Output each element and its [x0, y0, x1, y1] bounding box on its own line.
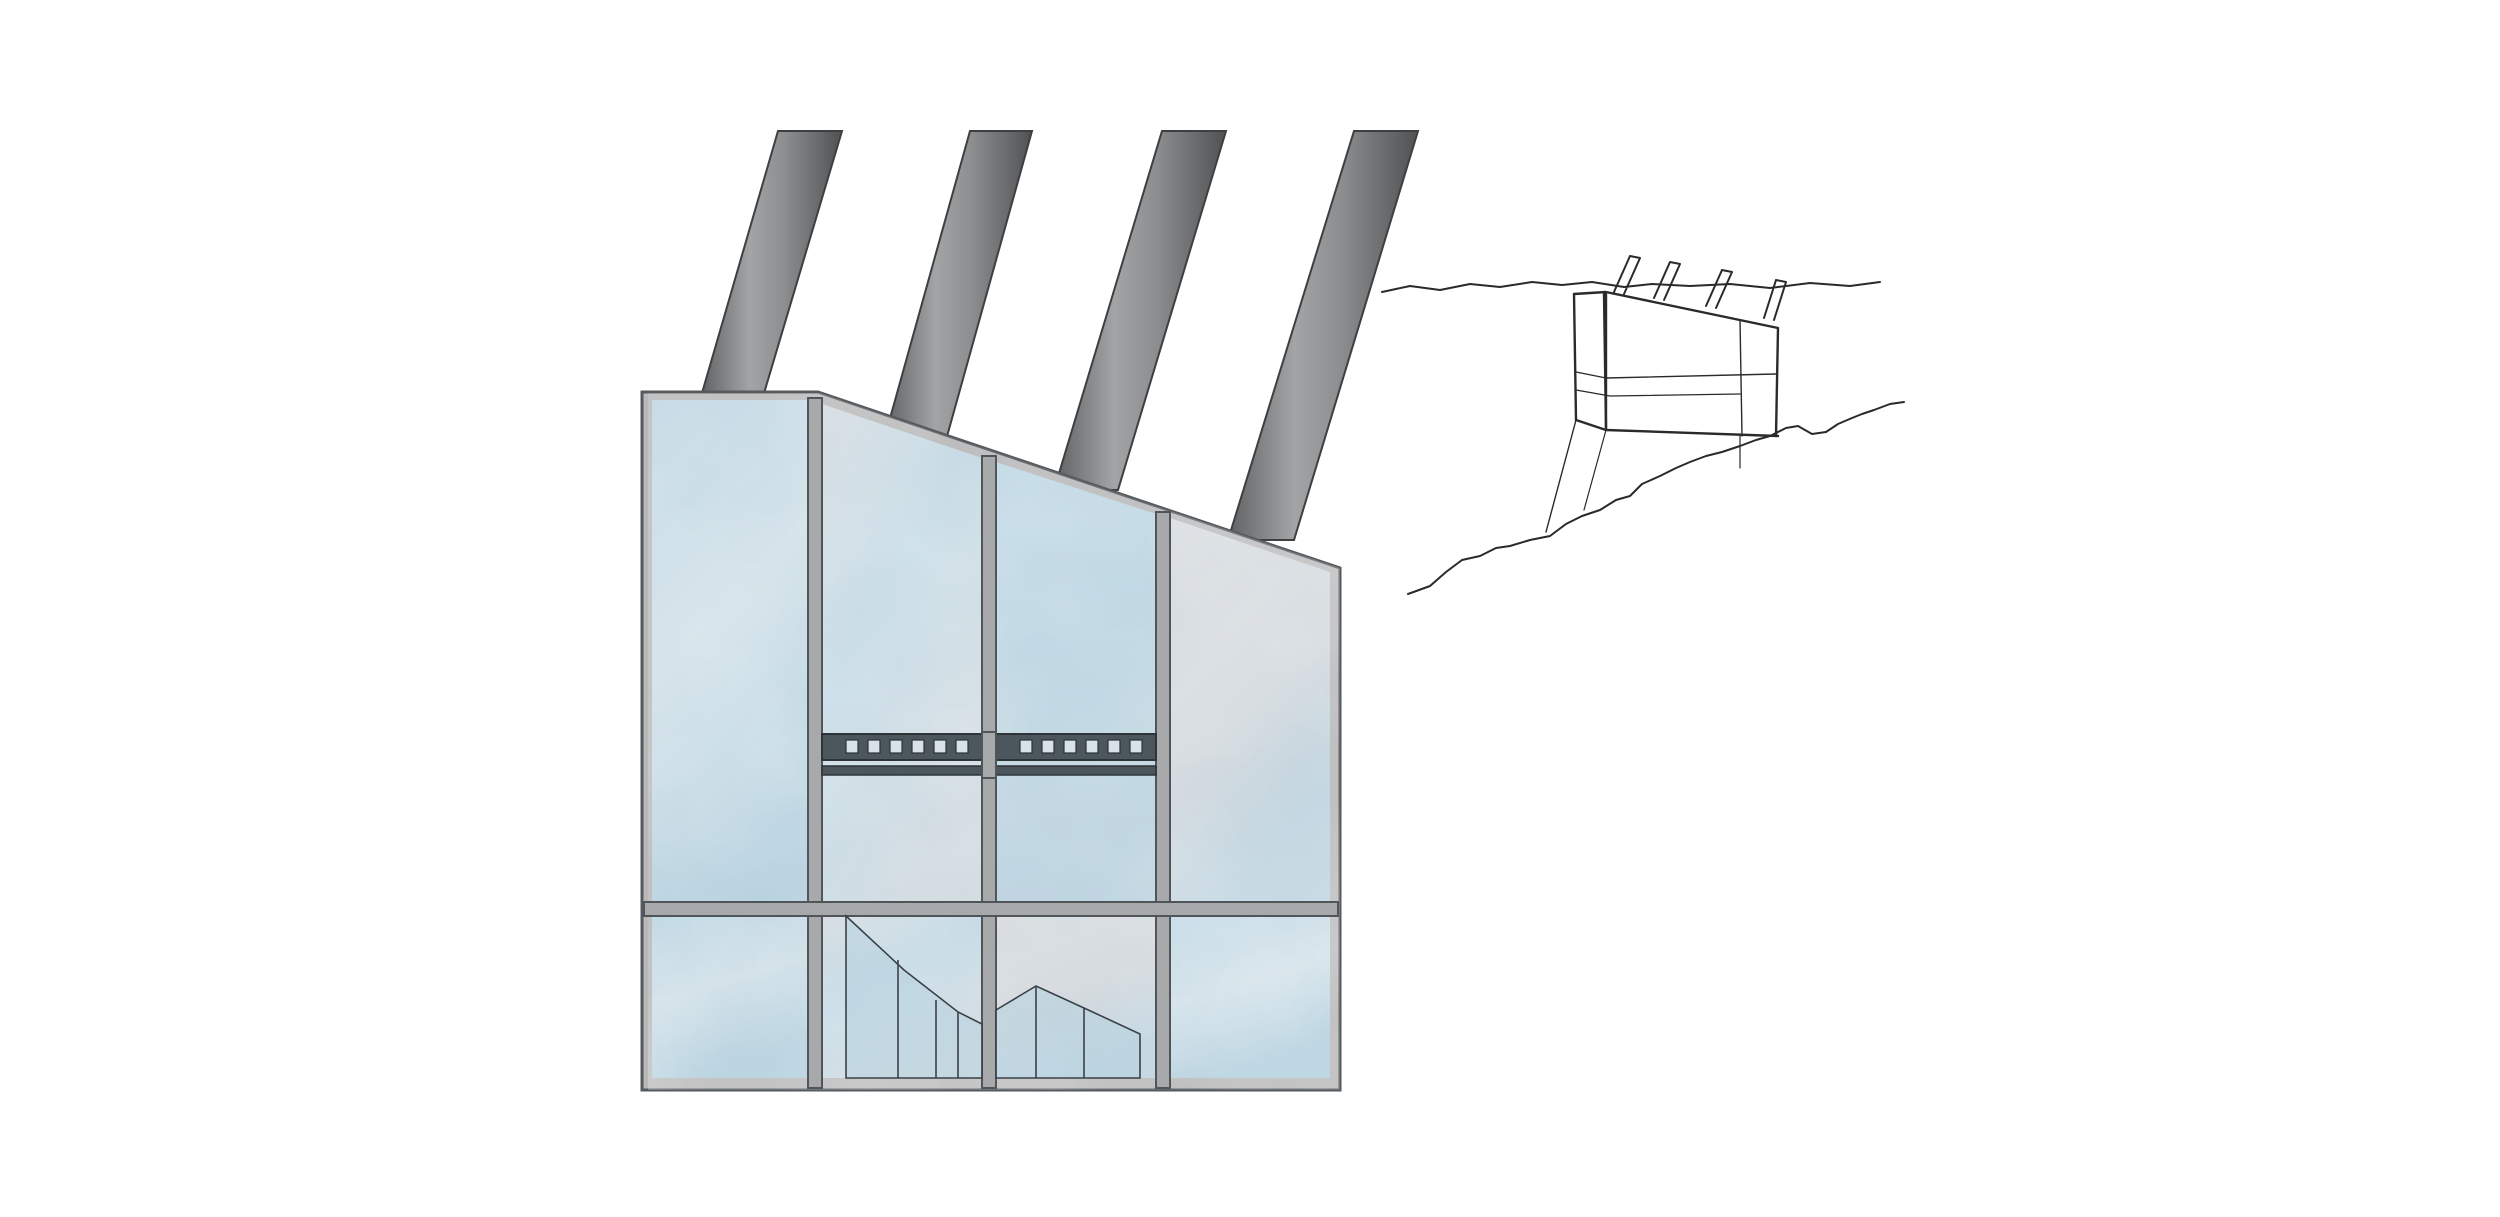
- sketch-terrain-line: [1407, 401, 1905, 595]
- interior-volumes: [845, 914, 1141, 1079]
- exhaust-pipes: [698, 130, 1420, 541]
- mullions: [643, 397, 1339, 1089]
- interior-bridge: [821, 731, 1157, 779]
- pipe-3: [1052, 130, 1228, 491]
- site-sketch: [1381, 255, 1905, 595]
- pipe-4: [1226, 130, 1420, 541]
- sketch-pipes: [1613, 255, 1787, 321]
- pipe-2: [882, 130, 1034, 441]
- glass-facade: [640, 390, 1342, 1092]
- sketch-ground-line-upper: [1381, 281, 1881, 293]
- pipe-1: [698, 130, 844, 401]
- sketch-box: [1545, 290, 1780, 533]
